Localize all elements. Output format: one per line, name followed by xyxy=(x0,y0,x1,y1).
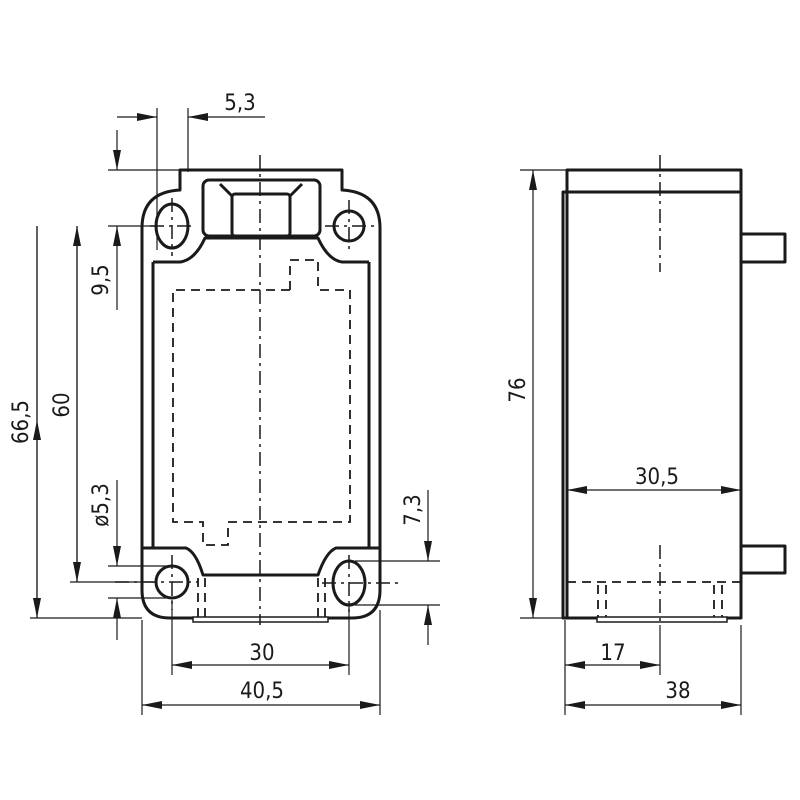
dim-label-60: 60 xyxy=(50,392,75,417)
side-hidden-lines xyxy=(567,581,741,618)
dim-label-30: 30 xyxy=(249,641,274,666)
front-inner-bottom xyxy=(142,546,380,577)
dim-label-66-5: 66,5 xyxy=(9,400,34,444)
dim-label-17: 17 xyxy=(600,641,625,666)
dim-label-30-5: 30,5 xyxy=(635,465,679,490)
hidden-contour xyxy=(172,259,351,546)
hidden-bottom xyxy=(197,578,326,618)
side-body xyxy=(561,190,743,620)
dim-label-40-5: 40,5 xyxy=(240,679,284,704)
front-outline xyxy=(140,168,382,620)
dim-label-76: 76 xyxy=(506,377,531,402)
dim-label-38: 38 xyxy=(665,679,690,704)
dim-label-9-5: 9,5 xyxy=(89,264,114,295)
side-view: 76 30,5 17 38 xyxy=(506,155,787,715)
dim-label-7-3: 7,3 xyxy=(401,494,426,525)
front-inner-top xyxy=(151,236,371,548)
dim-label-hole-diameter: ø5,3 xyxy=(89,483,114,527)
side-bottom-plate xyxy=(596,616,728,623)
extension-lines xyxy=(30,108,440,715)
actuator-window xyxy=(201,178,322,238)
side-tab-bottom xyxy=(739,544,787,575)
actuator-plunger xyxy=(230,192,292,238)
side-tab-top xyxy=(739,232,787,264)
front-view: 5,3 9,5 66,5 60 ø5,3 7,3 30 40,5 xyxy=(9,91,440,715)
centerlines xyxy=(115,155,400,625)
window-chamfers xyxy=(218,182,304,198)
side-extension-lines xyxy=(520,169,742,715)
dim-label-5-3: 5,3 xyxy=(224,91,255,116)
side-cap xyxy=(565,168,743,194)
